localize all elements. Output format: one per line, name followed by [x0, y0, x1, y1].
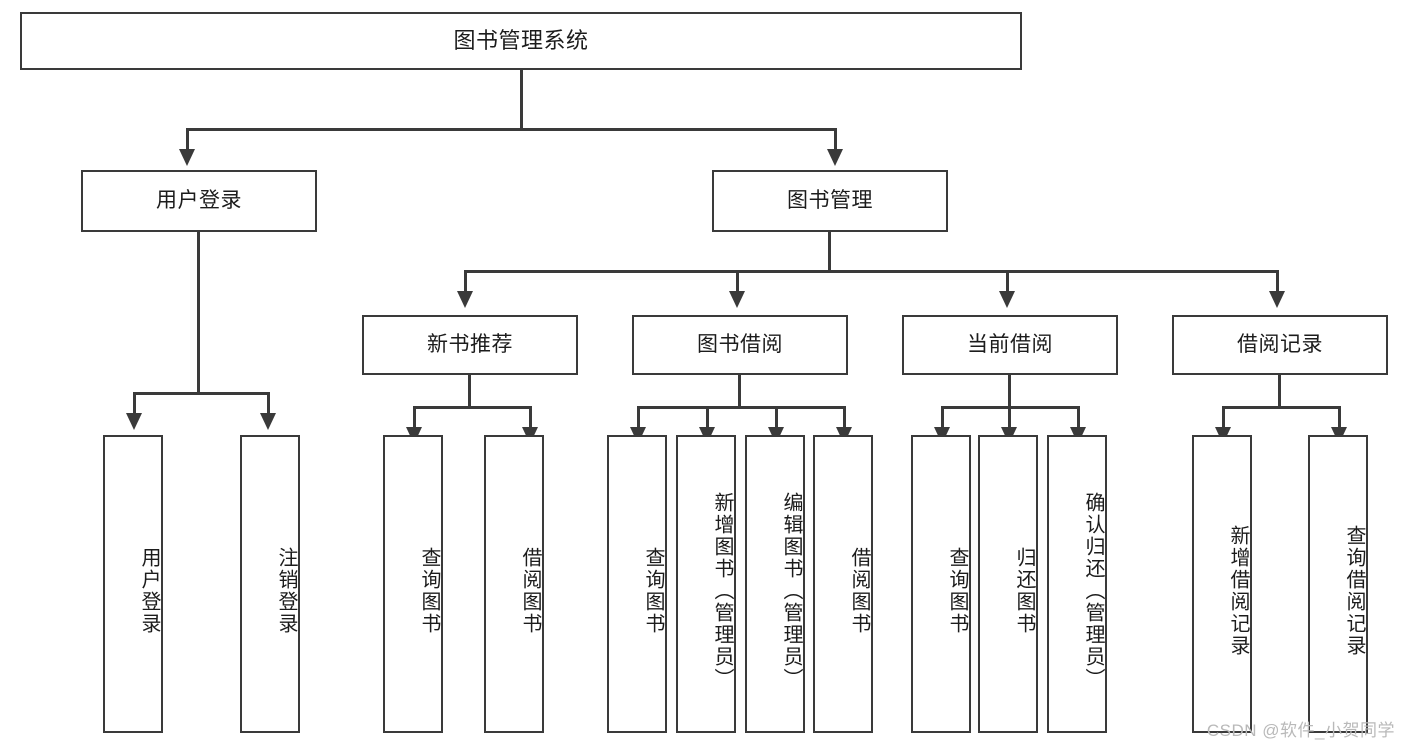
node-new-book-recommend[interactable]: 新书推荐	[362, 315, 578, 375]
leaf-borrow-book-newbook[interactable]: 借阅图书	[484, 435, 544, 733]
connector-borrow-record-stem	[1278, 375, 1281, 408]
connector-new-book-drop-2	[529, 406, 532, 428]
connector-user-login-stem	[197, 232, 200, 394]
connector-book-borrow-drop-4	[843, 406, 846, 428]
node-borrow-record[interactable]: 借阅记录	[1172, 315, 1388, 375]
leaf-add-borrow-record[interactable]: 新增借阅记录	[1192, 435, 1252, 733]
connector-current-borrow-drop-3	[1077, 406, 1080, 428]
arrow-to-current-borrow	[999, 291, 1015, 308]
node-label: 图书借阅	[697, 333, 783, 357]
leaf-edit-book-admin[interactable]: 编辑图书（管理员）	[745, 435, 805, 733]
connector-borrow-record-drop-1	[1222, 406, 1225, 428]
leaf-borrow-book-borrow[interactable]: 借阅图书	[813, 435, 873, 733]
arrow-to-leaf-user-login	[126, 413, 142, 430]
connector-level3-drop-3	[1006, 270, 1009, 292]
node-label: 图书管理	[787, 189, 873, 213]
connector-level3-bus	[464, 270, 1278, 273]
leaf-query-book-newbook[interactable]: 查询图书	[383, 435, 443, 733]
node-label: 新增借阅记录	[1227, 525, 1249, 657]
node-book-borrow[interactable]: 图书借阅	[632, 315, 848, 375]
leaf-query-book-borrow[interactable]: 查询图书	[607, 435, 667, 733]
leaf-logout[interactable]: 注销登录	[240, 435, 300, 733]
node-user-login[interactable]: 用户登录	[81, 170, 317, 232]
connector-borrow-record-drop-2	[1338, 406, 1341, 428]
node-label: 用户登录	[156, 189, 242, 213]
connector-current-borrow-drop-2	[1008, 406, 1011, 428]
node-label: 查询图书	[946, 547, 968, 635]
node-label: 确认归还（管理员）	[1082, 492, 1104, 690]
node-label: 图书管理系统	[453, 27, 589, 53]
arrow-to-borrow-record	[1269, 291, 1285, 308]
connector-user-login-drop-1	[133, 392, 136, 414]
connector-book-borrow-drop-3	[775, 406, 778, 428]
node-label: 借阅图书	[848, 547, 870, 635]
node-label: 用户登录	[138, 547, 160, 635]
connector-new-book-bus	[413, 406, 531, 409]
connector-current-borrow-stem	[1008, 375, 1011, 408]
node-label: 查询图书	[418, 547, 440, 635]
connector-root-stem	[520, 70, 523, 130]
connector-level3-drop-1	[464, 270, 467, 292]
connector-user-login-drop-2	[267, 392, 270, 414]
leaf-query-book-current[interactable]: 查询图书	[911, 435, 971, 733]
connector-new-book-drop-1	[413, 406, 416, 428]
leaf-user-login[interactable]: 用户登录	[103, 435, 163, 733]
connector-level2-bus	[186, 128, 836, 131]
node-label: 编辑图书（管理员）	[780, 492, 802, 690]
leaf-add-book-admin[interactable]: 新增图书（管理员）	[676, 435, 736, 733]
node-label: 注销登录	[275, 547, 297, 635]
leaf-confirm-return-admin[interactable]: 确认归还（管理员）	[1047, 435, 1107, 733]
node-label: 查询借阅记录	[1343, 525, 1365, 657]
connector-level2-drop-2	[834, 128, 837, 150]
connector-current-borrow-drop-1	[941, 406, 944, 428]
connector-book-borrow-bus	[637, 406, 845, 409]
node-label: 借阅记录	[1237, 333, 1323, 357]
arrow-to-book-borrow	[729, 291, 745, 308]
connector-level3-drop-4	[1276, 270, 1279, 292]
node-label: 新书推荐	[427, 333, 513, 357]
connector-user-login-bus	[133, 392, 269, 395]
csdn-watermark: CSDN @软件_小贺同学	[1206, 721, 1395, 740]
connector-level2-drop-1	[186, 128, 189, 150]
connector-book-manage-stem	[828, 232, 831, 272]
connector-book-borrow-drop-2	[706, 406, 709, 428]
arrow-to-book-manage	[827, 149, 843, 166]
node-current-borrow[interactable]: 当前借阅	[902, 315, 1118, 375]
node-book-manage[interactable]: 图书管理	[712, 170, 948, 232]
node-root-system[interactable]: 图书管理系统	[20, 12, 1022, 70]
connector-level3-drop-2	[736, 270, 739, 292]
node-label: 新增图书（管理员）	[711, 492, 733, 690]
arrow-to-new-book	[457, 291, 473, 308]
connector-book-borrow-stem	[738, 375, 741, 408]
connector-book-borrow-drop-1	[637, 406, 640, 428]
leaf-return-book[interactable]: 归还图书	[978, 435, 1038, 733]
connector-new-book-stem	[468, 375, 471, 408]
arrow-to-user-login	[179, 149, 195, 166]
connector-borrow-record-bus	[1222, 406, 1340, 409]
arrow-to-leaf-logout	[260, 413, 276, 430]
node-label: 借阅图书	[519, 547, 541, 635]
node-label: 查询图书	[642, 547, 664, 635]
node-label: 归还图书	[1013, 547, 1035, 635]
leaf-query-borrow-record[interactable]: 查询借阅记录	[1308, 435, 1368, 733]
node-label: 当前借阅	[967, 333, 1053, 357]
